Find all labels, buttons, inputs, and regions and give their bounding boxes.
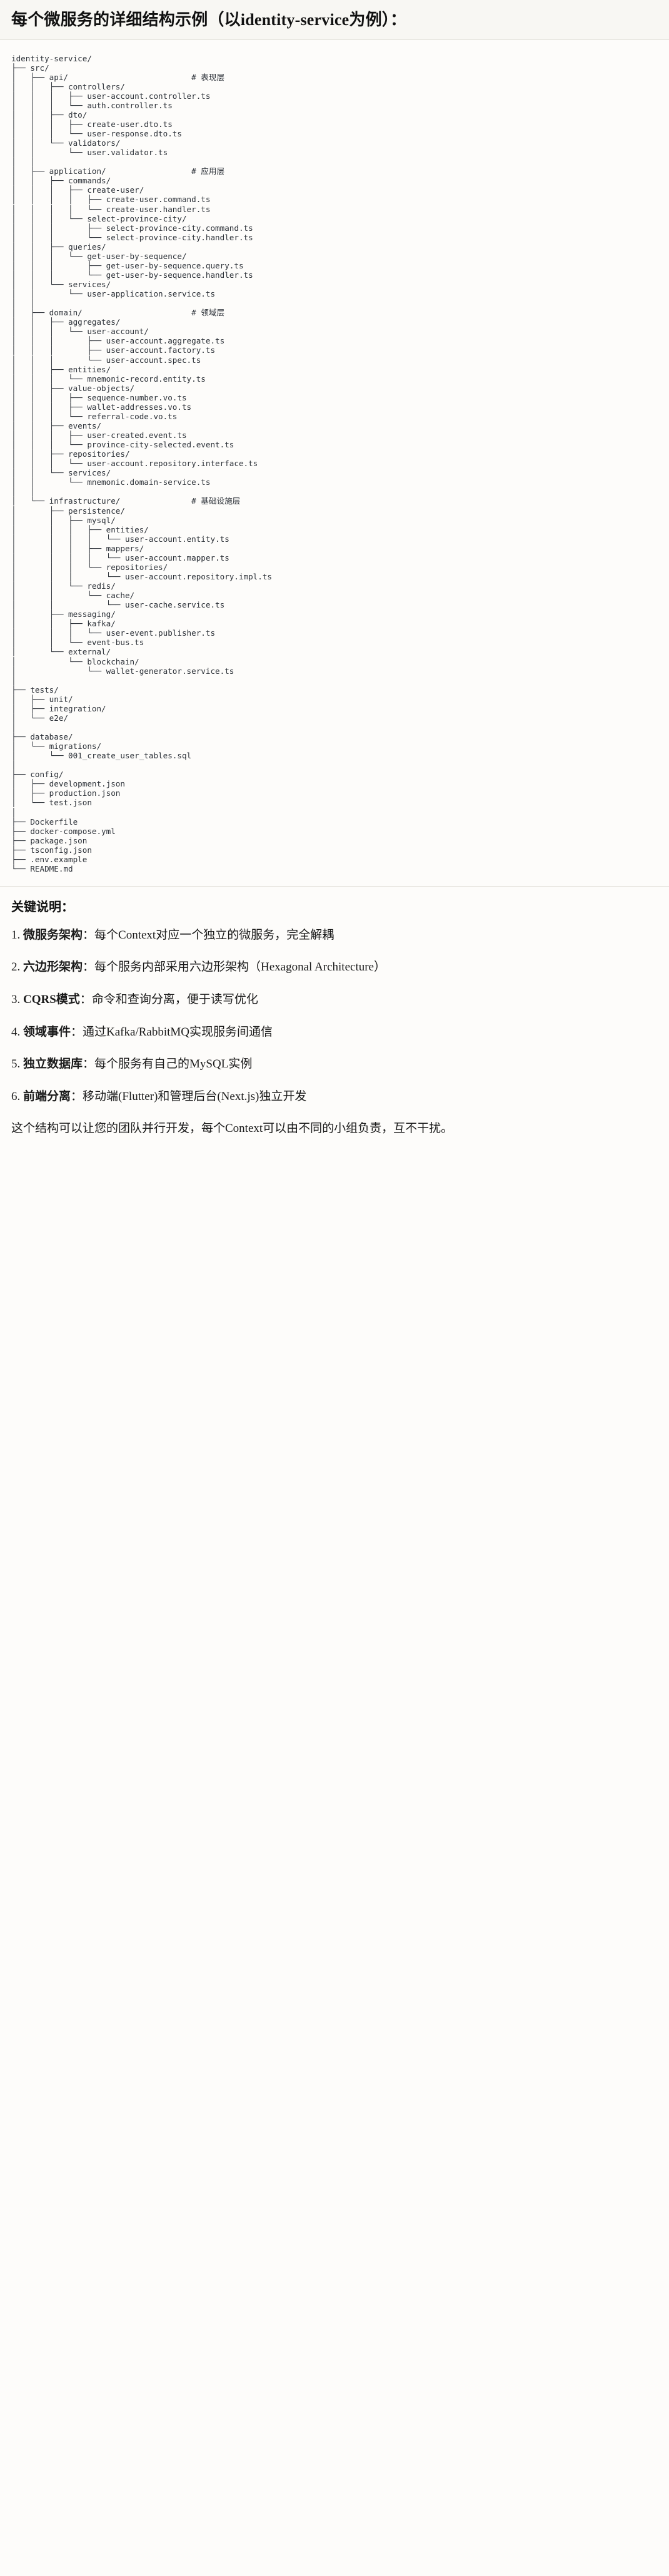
key-note-number: 2. — [11, 960, 21, 974]
key-note-name: 前端分离 — [23, 1089, 71, 1103]
key-note-separator: ： — [83, 960, 95, 974]
key-note-name: 独立数据库 — [23, 1057, 83, 1071]
key-note-description: 命令和查询分离，便于读写优化 — [91, 993, 258, 1007]
key-note-item: 5. 独立数据库：每个服务有自己的MySQL实例 — [11, 1056, 658, 1073]
key-note-item: 6. 前端分离：移动端(Flutter)和管理后台(Next.js)独立开发 — [11, 1088, 658, 1106]
key-note-number: 3. — [11, 993, 21, 1007]
key-note-item: 2. 六边形架构：每个服务内部采用六边形架构（Hexagonal Archite… — [11, 959, 658, 976]
key-note-name: 领域事件 — [23, 1025, 71, 1039]
key-note-name: 微服务架构 — [23, 928, 83, 942]
key-note-description: 通过Kafka/RabbitMQ实现服务间通信 — [83, 1025, 273, 1039]
key-note-separator: ： — [83, 928, 95, 942]
key-note-item: 4. 领域事件：通过Kafka/RabbitMQ实现服务间通信 — [11, 1024, 658, 1041]
key-note-description: 每个服务有自己的MySQL实例 — [94, 1057, 253, 1071]
key-note-separator: ： — [71, 1025, 83, 1039]
key-note-separator: ： — [79, 993, 92, 1007]
key-note-name: CQRS模式 — [23, 993, 80, 1007]
key-notes-title: 关键说明： — [11, 900, 74, 914]
key-note-number: 6. — [11, 1089, 21, 1103]
key-note-name: 六边形架构 — [23, 960, 83, 974]
closing-paragraph: 这个结构可以让您的团队并行开发，每个Context可以由不同的小组负责，互不干扰… — [11, 1122, 453, 1136]
key-note-description: 每个Context对应一个独立的微服务，完全解耦 — [94, 928, 334, 942]
key-note-number: 4. — [11, 1025, 21, 1039]
key-note-description: 移动端(Flutter)和管理后台(Next.js)独立开发 — [83, 1089, 307, 1103]
key-note-item: 3. CQRS模式：命令和查询分离，便于读写优化 — [11, 991, 658, 1009]
heading-section: 每个微服务的详细结构示例（以identity-service为例）： — [0, 0, 669, 40]
key-note-separator: ： — [71, 1089, 83, 1103]
page-title: 每个微服务的详细结构示例（以identity-service为例）： — [11, 11, 407, 29]
key-note-number: 5. — [11, 1057, 21, 1071]
page-root: 每个微服务的详细结构示例（以identity-service为例）： ident… — [0, 0, 669, 1148]
key-note-item: 1. 微服务架构：每个Context对应一个独立的微服务，完全解耦 — [11, 927, 658, 944]
directory-tree: identity-service/ ├── src/ │ ├── api/ # … — [11, 53, 273, 873]
key-note-separator: ： — [83, 1057, 95, 1071]
key-note-description: 每个服务内部采用六边形架构（Hexagonal Architecture） — [94, 960, 386, 974]
directory-tree-block: identity-service/ ├── src/ │ ├── api/ # … — [0, 39, 669, 886]
key-note-number: 1. — [11, 928, 21, 942]
